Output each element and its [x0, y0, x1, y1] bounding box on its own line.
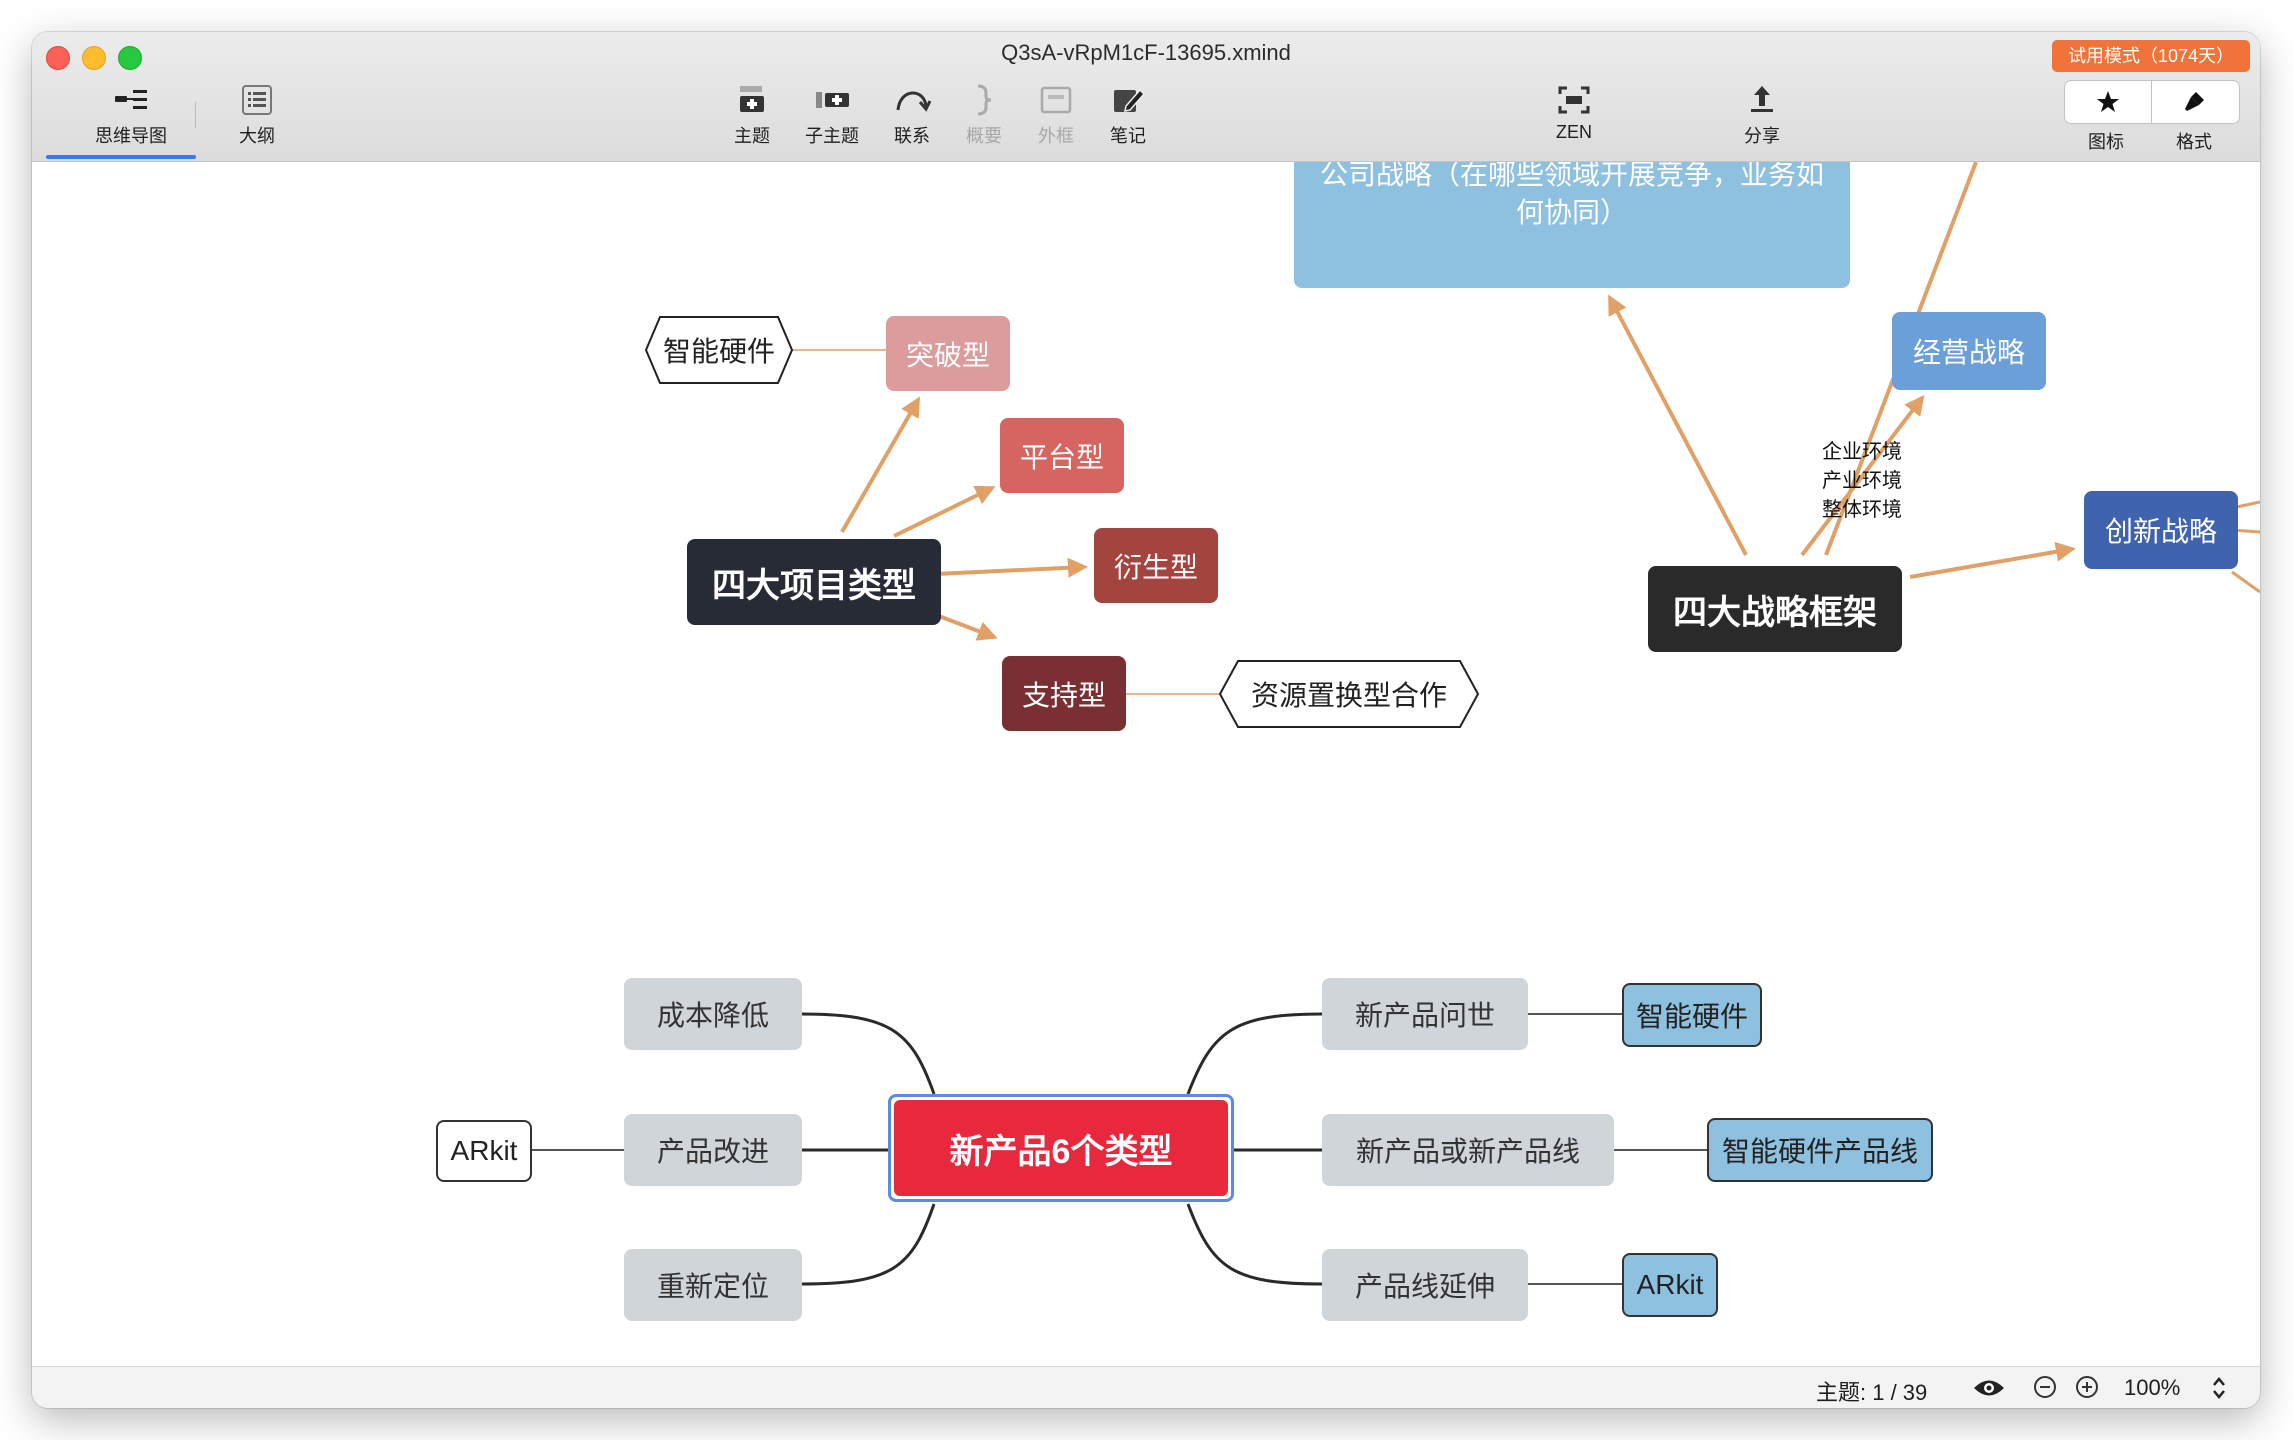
relationship-label-text[interactable]: 企业环境 产业环境 整体环境 [1822, 441, 1902, 521]
insert-subtopic-label: 子主题 [805, 126, 859, 146]
sidebar-panel-switcher [2064, 80, 2240, 124]
insert-topic-button[interactable]: 主题 [722, 82, 782, 148]
summary-label: 概要 [966, 126, 1002, 146]
minus-icon [2040, 1386, 2050, 1388]
insert-subtopic-button[interactable]: 子主题 [796, 82, 868, 148]
subtopic-icon [816, 92, 849, 108]
close-window-button[interactable] [46, 46, 70, 70]
zoom-stepper-icon[interactable] [2212, 1375, 2226, 1401]
boundary-button[interactable]: 外框 [1026, 82, 1086, 148]
outline-view-label: 大纲 [239, 126, 275, 146]
title-bar: Q3sA-vRpM1cF-13695.xmind 试用模式（1074天） 思维导… [32, 32, 2260, 162]
branch-platform[interactable]: 平台型 [1000, 418, 1124, 493]
minimize-window-button[interactable] [82, 46, 106, 70]
corporate-strategy-node[interactable]: 公司战略（在哪些领域开展竞争，业务如何协同） [1294, 162, 1850, 288]
segment-divider [2151, 81, 2152, 123]
right-callout-arkit[interactable]: ARkit [1622, 1253, 1718, 1317]
zoom-level[interactable]: 100% [2124, 1375, 2181, 1400]
zen-label: ZEN [1556, 122, 1592, 142]
insert-topic-label: 主题 [734, 126, 770, 146]
share-upload-icon [1751, 86, 1773, 112]
zen-fullscreen-icon [1558, 86, 1590, 114]
left-branch-repositioning[interactable]: 重新定位 [624, 1249, 802, 1321]
outline-view-tab[interactable]: 大纲 [222, 82, 292, 148]
callout-resource-exchange[interactable]: 资源置换型合作 [1218, 659, 1480, 729]
zen-mode-button[interactable]: ZEN [1544, 82, 1604, 143]
star-icon[interactable] [2095, 89, 2121, 115]
summary-brace-icon [977, 84, 992, 116]
relationship-label: 联系 [894, 126, 930, 146]
topic-count: 主题: 1 / 39 [1816, 1380, 1928, 1405]
business-strategy-node[interactable]: 经营战略 [1892, 312, 2046, 390]
new-product-types-root[interactable]: 新产品6个类型 [894, 1100, 1228, 1196]
right-branch-line-extension[interactable]: 产品线延伸 [1322, 1249, 1528, 1321]
boundary-label: 外框 [1038, 126, 1074, 146]
right-branch-new-to-world[interactable]: 新产品问世 [1322, 978, 1528, 1050]
innovation-strategy-node[interactable]: 创新战略 [2084, 491, 2238, 569]
note-pencil-icon [1114, 88, 1146, 112]
active-tab-indicator [46, 155, 196, 159]
app-window: Q3sA-vRpM1cF-13695.xmind 试用模式（1074天） 思维导… [32, 32, 2260, 1408]
project-types-root[interactable]: 四大项目类型 [687, 539, 941, 625]
branch-support[interactable]: 支持型 [1002, 656, 1126, 731]
trial-mode-badge[interactable]: 试用模式（1074天） [2051, 40, 2250, 72]
mindmap-icon [115, 90, 147, 109]
icons-panel-label[interactable]: 图标 [2088, 132, 2124, 152]
boundary-icon [1040, 86, 1072, 114]
eye-icon[interactable] [1972, 1377, 2006, 1399]
right-branch-new-product-line[interactable]: 新产品或新产品线 [1322, 1114, 1614, 1186]
selection-outline [888, 1094, 1234, 1202]
outline-icon [242, 85, 272, 115]
callout-smart-hardware[interactable]: 智能硬件 [644, 315, 794, 385]
note-label: 笔记 [1110, 126, 1146, 146]
format-brush-icon[interactable] [2181, 89, 2207, 115]
share-label: 分享 [1744, 126, 1780, 146]
branch-breakthrough[interactable]: 突破型 [886, 316, 1010, 391]
relationship-icon [896, 91, 932, 112]
note-button[interactable]: 笔记 [1098, 82, 1158, 148]
zoom-out-button[interactable] [2034, 1376, 2056, 1398]
summary-button[interactable]: 概要 [954, 82, 1014, 148]
topic-icon [740, 86, 764, 112]
format-panel-label[interactable]: 格式 [2176, 132, 2212, 152]
branch-derivative[interactable]: 衍生型 [1094, 528, 1218, 603]
mindmap-view-label: 思维导图 [95, 126, 167, 146]
right-callout-smart-hardware[interactable]: 智能硬件 [1622, 983, 1762, 1047]
window-title: Q3sA-vRpM1cF-13695.xmind [1001, 40, 1291, 65]
zoom-window-button[interactable] [118, 46, 142, 70]
mindmap-canvas[interactable]: 四大项目类型 突破型 平台型 衍生型 支持型 智能硬件 资源置换型合作 公司战略… [32, 162, 2260, 1365]
left-branch-cost-reduction[interactable]: 成本降低 [624, 978, 802, 1050]
strategy-framework-root[interactable]: 四大战略框架 [1648, 566, 1902, 652]
status-bar: 主题: 1 / 39 100% [32, 1366, 2260, 1408]
relationship-button[interactable]: 联系 [884, 82, 940, 148]
right-callout-hardware-line[interactable]: 智能硬件产品线 [1707, 1118, 1933, 1182]
toolbar-separator [195, 102, 196, 128]
mindmap-view-tab[interactable]: 思维导图 [76, 82, 186, 148]
left-callout-arkit[interactable]: ARkit [436, 1120, 532, 1182]
zoom-in-button[interactable] [2076, 1376, 2098, 1398]
share-button[interactable]: 分享 [1732, 82, 1792, 148]
left-branch-product-improvement[interactable]: 产品改进 [624, 1114, 802, 1186]
